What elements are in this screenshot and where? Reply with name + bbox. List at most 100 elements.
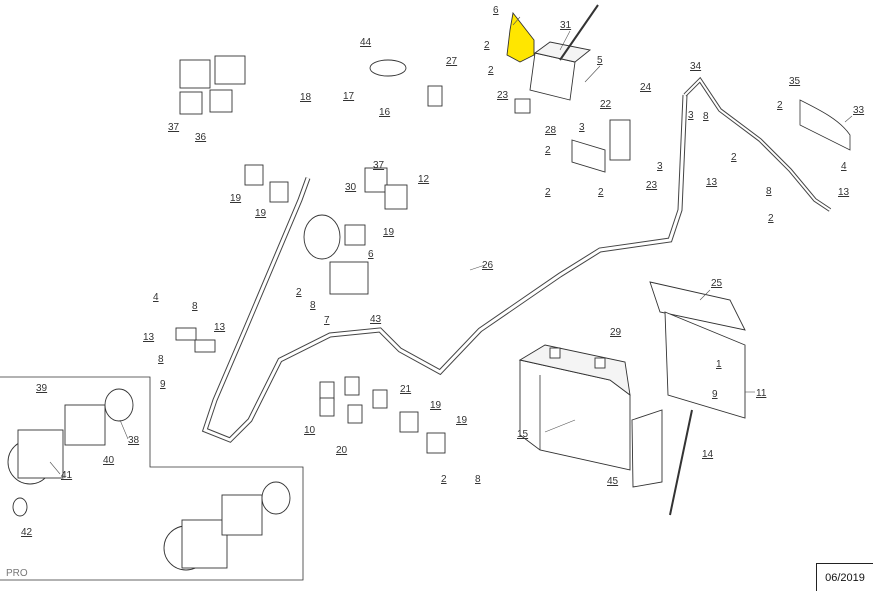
callout-44: 44 [360, 37, 372, 48]
callout-23b: 23 [646, 180, 658, 191]
switch-mid-37 [364, 167, 388, 193]
callout-10: 10 [304, 425, 316, 436]
callout-41: 41 [61, 470, 73, 481]
callout-8e: 8 [310, 300, 316, 311]
switch-pair [179, 55, 246, 115]
horn [303, 214, 341, 260]
callout-9b: 9 [160, 379, 166, 390]
callout-19a: 19 [383, 227, 395, 238]
callout-13d: 13 [214, 322, 226, 333]
control-unit [529, 4, 599, 101]
callout-2d: 2 [545, 187, 551, 198]
callout-3a: 3 [579, 122, 585, 133]
callout-28: 28 [545, 125, 557, 136]
callout-13a: 13 [706, 177, 718, 188]
callout-33: 33 [853, 105, 865, 116]
mount-bracket [571, 139, 606, 173]
callout-5: 5 [597, 55, 603, 66]
battery-cover [649, 281, 746, 419]
callout-20: 20 [336, 445, 348, 456]
callout-2f: 2 [731, 152, 737, 163]
callout-40: 40 [103, 455, 115, 466]
foam-pad [631, 409, 663, 488]
revision-date: 06/2019 [816, 563, 873, 591]
callout-2c: 2 [545, 145, 551, 156]
callout-2a: 2 [484, 40, 490, 51]
callout-9: 9 [712, 389, 718, 400]
connector-left-b [194, 339, 216, 353]
callout-2i: 2 [296, 287, 302, 298]
callout-16: 16 [379, 107, 391, 118]
callout-43: 43 [370, 314, 382, 325]
callout-27: 27 [446, 56, 458, 67]
callout-35: 35 [789, 76, 801, 87]
connector-left-a [175, 327, 197, 341]
callout-12: 12 [418, 174, 430, 185]
callout-19e: 19 [456, 415, 468, 426]
callout-15: 15 [517, 429, 529, 440]
callout-1: 1 [716, 359, 722, 370]
callout-2j: 2 [441, 474, 447, 485]
callout-2b: 2 [488, 65, 494, 76]
callout-8d: 8 [158, 354, 164, 365]
callout-22: 22 [600, 99, 612, 110]
callout-31: 31 [560, 20, 572, 31]
ignition-switch [369, 59, 407, 77]
callout-42: 42 [21, 527, 33, 538]
callout-13c: 13 [143, 332, 155, 343]
leader-lines [49, 16, 853, 475]
callout-23a: 23 [497, 90, 509, 101]
callout-8c: 8 [192, 301, 198, 312]
callout-38: 38 [128, 435, 140, 446]
sensor [427, 85, 443, 107]
callout-29: 29 [610, 327, 622, 338]
callout-2h: 2 [768, 213, 774, 224]
callout-2g: 2 [777, 100, 783, 111]
callout-8a: 8 [703, 111, 709, 122]
callout-4a: 4 [841, 161, 847, 172]
callout-14: 14 [702, 449, 714, 460]
switch-mid-12 [384, 184, 408, 210]
fuse-block [319, 376, 388, 424]
callout-24: 24 [640, 82, 652, 93]
callout-36: 36 [195, 132, 207, 143]
callout-3b: 3 [657, 161, 663, 172]
callout-30: 30 [345, 182, 357, 193]
callout-19d: 19 [430, 400, 442, 411]
inset-frame [0, 376, 304, 581]
callout-25: 25 [711, 278, 723, 289]
callout-37a: 37 [373, 160, 385, 171]
callout-18: 18 [300, 92, 312, 103]
callout-2e: 2 [598, 187, 604, 198]
callout-19c: 19 [255, 208, 267, 219]
callout-17: 17 [343, 91, 355, 102]
callout-21: 21 [400, 384, 412, 395]
callout-37b: 37 [168, 122, 180, 133]
brand-label: PRO [6, 568, 28, 579]
callout-4b: 4 [153, 292, 159, 303]
callout-3c: 3 [688, 110, 694, 121]
plug [514, 98, 531, 114]
callout-45: 45 [607, 476, 619, 487]
highlighted-bracket [506, 11, 535, 63]
battery-rod [669, 409, 693, 516]
battery [518, 344, 631, 471]
callout-13b: 13 [838, 187, 850, 198]
callout-6b: 6 [368, 249, 374, 260]
callout-8f: 8 [475, 474, 481, 485]
regulator [609, 119, 631, 161]
callout-labels: 1 9 11 14 15 45 25 29 26 33 35 34 24 22 … [21, 5, 865, 538]
starter-relay [329, 261, 369, 295]
callout-11: 11 [756, 388, 767, 399]
headlight-inset [7, 388, 134, 517]
strap [799, 99, 851, 151]
callout-34: 34 [690, 61, 702, 72]
callout-6a: 6 [493, 5, 499, 16]
callout-8b: 8 [766, 186, 772, 197]
headlight-main [163, 481, 291, 571]
relays [244, 164, 446, 454]
callout-19b: 19 [230, 193, 242, 204]
callout-7: 7 [324, 315, 330, 326]
callout-39: 39 [36, 383, 48, 394]
